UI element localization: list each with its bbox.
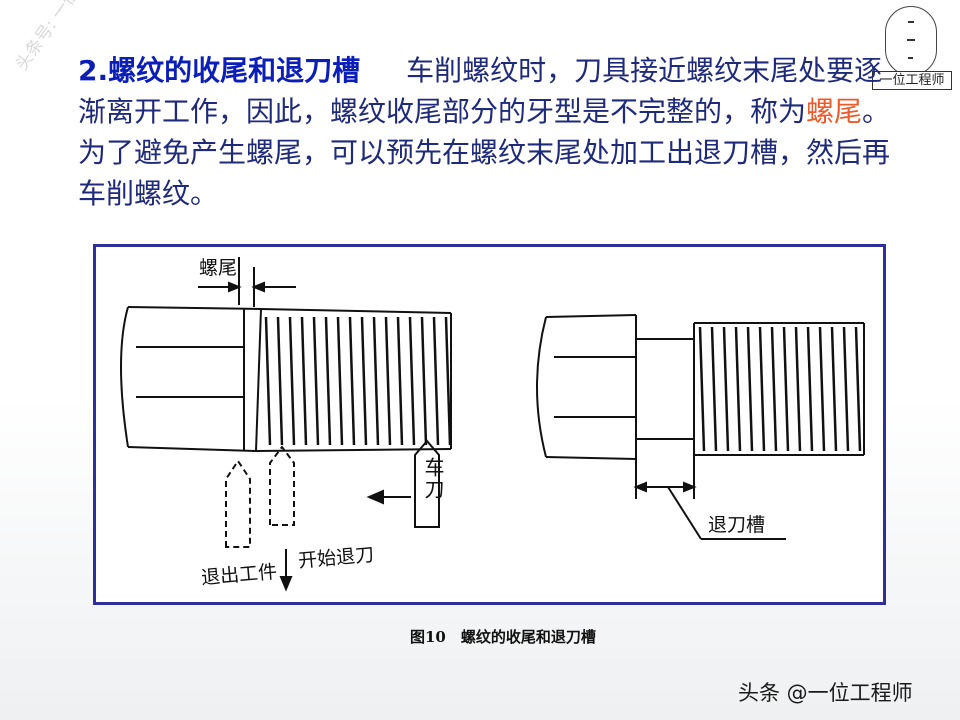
logo-seal bbox=[885, 6, 937, 76]
footer-watermark: 头条 @一位工程师 bbox=[738, 681, 913, 705]
section-heading: 2.螺纹的收尾和退刀槽 bbox=[78, 54, 361, 87]
left-thread-lines bbox=[264, 316, 452, 446]
thread-diagram bbox=[120, 257, 865, 592]
body-paragraph: 2.螺纹的收尾和退刀槽车削螺纹时，刀具接近螺纹末尾处要逐渐离开工作，因此，螺纹收… bbox=[78, 50, 898, 214]
highlight-term: 螺尾 bbox=[806, 95, 863, 128]
tool-outline bbox=[414, 439, 440, 528]
right-thread-lines bbox=[698, 326, 862, 452]
thread-diagram-figure: 螺尾 车刀 退出工件 开始退刀 退刀槽 bbox=[93, 244, 886, 605]
figure-caption: 图10 螺纹的收尾和退刀槽 bbox=[410, 628, 596, 646]
right-shaft-end-curve bbox=[536, 316, 547, 458]
tool-exit-outline bbox=[225, 459, 251, 548]
tool-retract-outline bbox=[269, 445, 295, 526]
label-relief-groove: 退刀槽 bbox=[708, 514, 766, 536]
brand-logo: 一位工程师 bbox=[868, 4, 954, 90]
paragraph-text-2: 。为了避免产生螺尾，可以预先在螺纹末尾处加工出退刀槽，然后再车削螺纹。 bbox=[78, 95, 891, 210]
label-thread-tail: 螺尾 bbox=[199, 257, 238, 279]
left-shaft-end-curve bbox=[120, 306, 129, 448]
paragraph-text-1: 车削螺纹时，刀具接近螺纹末尾处要逐渐离开工作，因此，螺纹收尾部分的牙型是不完整的… bbox=[78, 54, 883, 128]
logo-caption: 一位工程师 bbox=[872, 71, 952, 90]
label-tool: 车刀 bbox=[421, 457, 445, 501]
